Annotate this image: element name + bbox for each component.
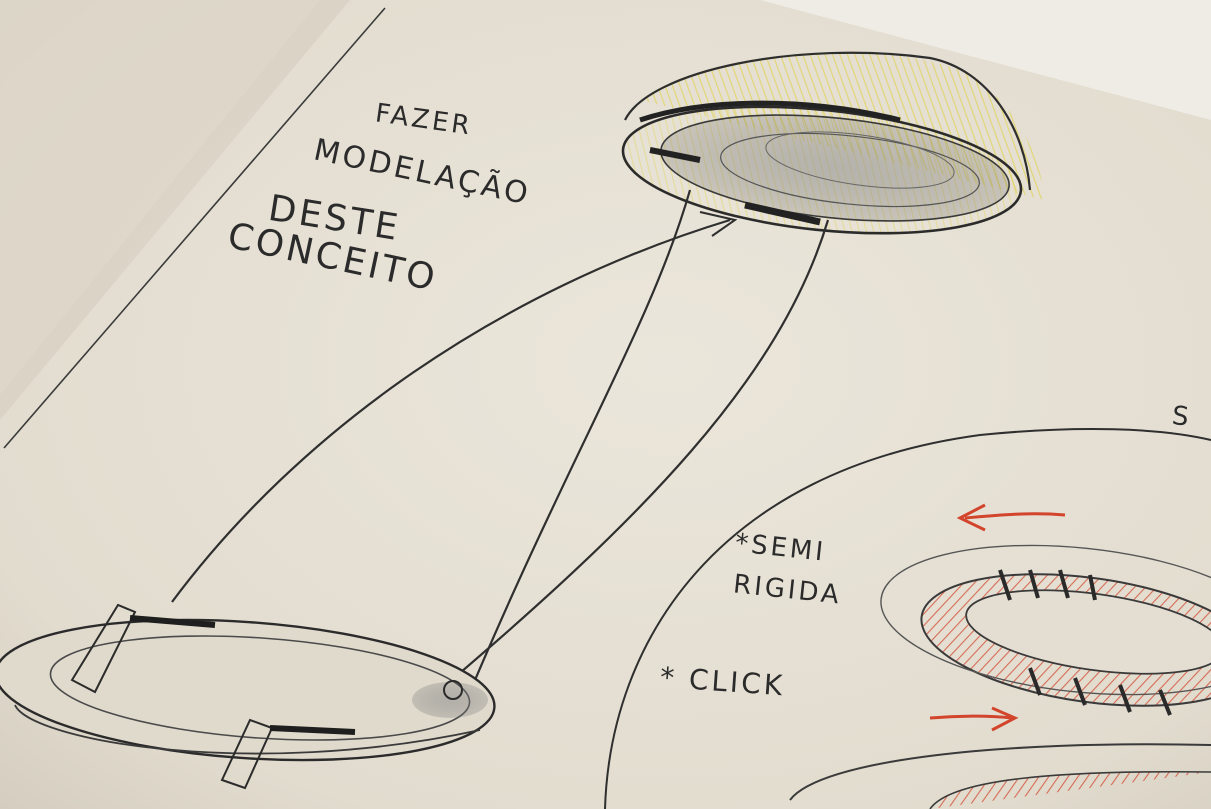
handwritten-note-corner-fragment: S — [1170, 401, 1193, 433]
